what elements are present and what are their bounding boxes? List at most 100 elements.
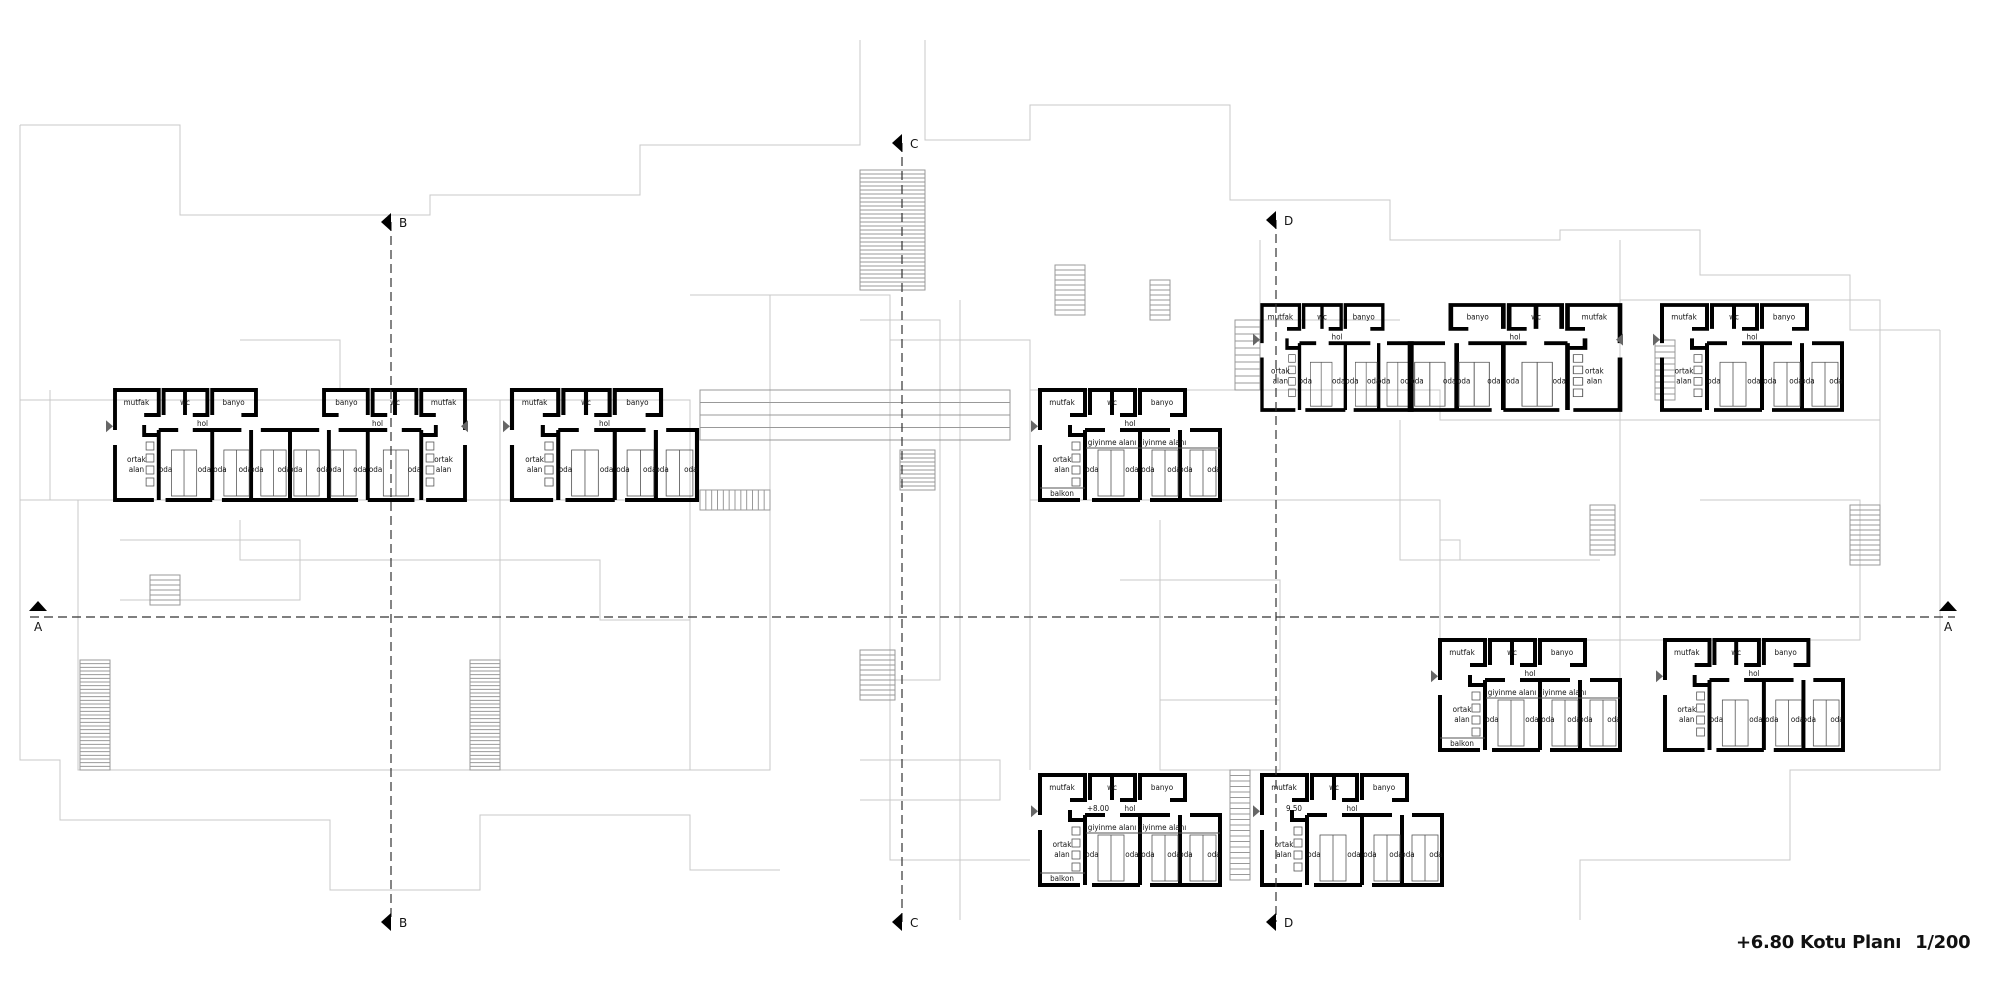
room-label-common: ortak — [127, 455, 147, 464]
section-arrow-icon — [381, 213, 391, 231]
unit-walls — [288, 388, 467, 502]
entrance-arrow-icon — [1616, 333, 1623, 346]
chair-icon — [1071, 441, 1081, 451]
stair-icon — [1054, 264, 1086, 316]
section-arrow-icon — [892, 134, 902, 152]
chair-icon — [1572, 388, 1584, 398]
room-label-room: oda — [1443, 376, 1456, 385]
section-marker-a: A — [29, 601, 47, 634]
room-label-room: oda — [353, 465, 366, 474]
stair-icon — [859, 649, 896, 701]
room-label-common: alan — [1054, 850, 1069, 859]
room-label-room: oda — [600, 465, 613, 474]
stair-icon — [859, 169, 926, 291]
site-line — [924, 40, 1940, 331]
stair-icon — [1654, 339, 1676, 401]
wall — [1068, 425, 1085, 437]
bathroom-wall — [1360, 773, 1409, 802]
stair-outline — [859, 649, 896, 701]
outer-wall — [1773, 678, 1845, 752]
stair-icon — [1849, 504, 1881, 566]
section-marker-c: C — [892, 134, 918, 152]
room-label-room: oda — [1765, 715, 1778, 724]
chair-icon — [1071, 465, 1081, 475]
room-label-wc: wc — [390, 398, 400, 407]
chair-icon — [544, 441, 554, 451]
room-label-common: ortak — [1585, 367, 1605, 376]
room-label-room: oda — [408, 465, 421, 474]
chair-icon — [1471, 727, 1481, 737]
wall — [1567, 338, 1588, 350]
room-label-hall: hol — [1125, 804, 1136, 813]
room-label-room: oda — [684, 465, 697, 474]
section-marker-b: B — [381, 213, 407, 231]
chair-icon — [1471, 691, 1481, 701]
room-label-common: ortak — [1675, 367, 1695, 376]
room-label-room: oda — [616, 465, 629, 474]
room-label-room: oda — [1367, 376, 1380, 385]
room-label-room: oda — [1579, 715, 1592, 724]
room-label-kitchen: mutfak — [1671, 312, 1697, 321]
room-label-common: ortak — [434, 455, 454, 464]
room-label-room: oda — [1389, 850, 1402, 859]
kitchen-wall — [509, 388, 561, 430]
room-label-bathroom: banyo — [1151, 783, 1174, 792]
wc-wall — [1088, 773, 1137, 802]
section-marker-b: B — [381, 913, 407, 931]
chair-icon — [1071, 850, 1081, 860]
site-outlines — [19, 40, 1941, 920]
outer-wall — [113, 445, 154, 502]
room-label-room: oda — [1363, 850, 1376, 859]
wall — [142, 425, 159, 437]
bathroom-wall — [1538, 638, 1587, 667]
room-label-bathroom: banyo — [1151, 398, 1174, 407]
room-label-balcony: balkon — [1450, 739, 1474, 748]
room-label-hall: hol — [1749, 669, 1760, 678]
room-label-bathroom: banyo — [1467, 312, 1490, 321]
wall — [1290, 810, 1307, 822]
room-label-dressing: giyinme alanı — [1138, 823, 1187, 832]
room-label-kitchen: mutfak — [1049, 398, 1075, 407]
bathroom-wall — [210, 388, 258, 417]
stair-outline — [699, 489, 771, 511]
chair-icon — [1693, 365, 1703, 375]
section-label: A — [1944, 620, 1953, 634]
stair-outline — [149, 574, 181, 606]
room-label-kitchen: mutfak — [1268, 312, 1294, 321]
room-label-common: ortak — [1053, 840, 1073, 849]
room-label-room: oda — [1179, 850, 1192, 859]
room-label-room: oda — [1707, 376, 1720, 385]
furniture — [1040, 826, 1220, 882]
chair-icon — [145, 441, 155, 451]
unit-walls — [1663, 638, 1845, 752]
site-line — [860, 319, 941, 681]
chair-icon — [1293, 850, 1303, 860]
outer-wall — [1660, 357, 1702, 412]
wall — [1068, 810, 1085, 822]
stair-outline — [469, 659, 501, 771]
room-label-dressing: giyinme alanı — [1138, 438, 1187, 447]
wc-wall — [1488, 638, 1537, 667]
room-label-bathroom: banyo — [1775, 648, 1798, 657]
room-label-wc: wc — [1531, 312, 1541, 321]
stair-outline — [1589, 504, 1616, 556]
entrance-arrow-icon — [1031, 420, 1038, 433]
room-label-hall: hol — [1347, 804, 1358, 813]
room-label-room: oda — [369, 465, 382, 474]
outer-wall — [625, 428, 700, 502]
stair-outline — [1054, 264, 1086, 316]
entrance-arrow-icon — [1253, 333, 1260, 346]
room-label-room: oda — [1607, 715, 1620, 724]
entrance-arrow-icon — [1031, 805, 1038, 818]
room-label-room: oda — [1485, 715, 1498, 724]
room-label-room: oda — [1085, 465, 1098, 474]
stair-icon — [79, 659, 111, 771]
chair-icon — [544, 477, 554, 487]
room-label-room: oda — [1179, 465, 1192, 474]
section-marker-a: A — [1939, 601, 1957, 634]
room-label-common: alan — [1679, 715, 1694, 724]
room-label-room: oda — [1487, 376, 1500, 385]
room-label-hall: hol — [1525, 669, 1536, 678]
